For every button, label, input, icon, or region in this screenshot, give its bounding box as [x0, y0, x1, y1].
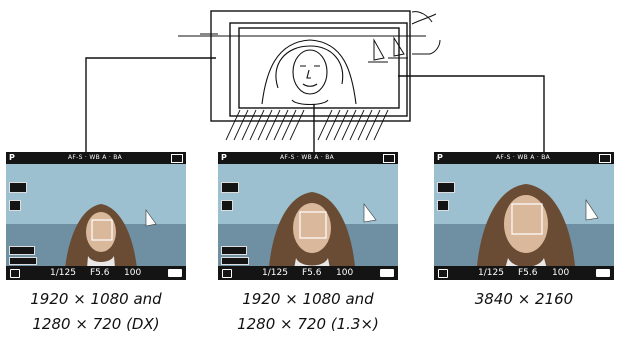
caption-4k: 3840 × 2160	[424, 287, 620, 312]
exposure-mode: P	[437, 153, 443, 162]
metering-icon	[10, 269, 20, 278]
bottom-info-bar: 1/125 F5.6 100	[434, 266, 614, 280]
level-indicator-icon	[221, 257, 249, 265]
portrait-scene-icon	[261, 39, 357, 106]
connector-lines	[85, 57, 545, 152]
quality-icon	[383, 154, 395, 163]
caption-line: 1920 × 1080 and	[30, 290, 162, 308]
battery-icon	[596, 269, 610, 277]
bottom-info-bar: 1/125 F5.6 100	[6, 266, 186, 280]
battery-icon	[168, 269, 182, 277]
shutter-speed: 1/125	[50, 268, 76, 278]
screen-scene	[434, 184, 614, 280]
status-icon	[221, 246, 247, 255]
iso-value: 100	[552, 268, 570, 278]
af-area-icon	[437, 182, 455, 193]
iso-value: 100	[336, 268, 354, 278]
exposure-mode: P	[9, 153, 15, 162]
shooting-info: AF-S · WB A · BA	[68, 154, 123, 161]
crop-frames	[210, 10, 411, 122]
caption-line: 1280 × 720 (1.3×)	[237, 315, 379, 333]
exposure-mode: P	[221, 153, 227, 162]
caption-line: 1920 × 1080 and	[242, 290, 374, 308]
shooting-info: AF-S · WB A · BA	[280, 154, 335, 161]
caption-dx: 1920 × 1080 and 1280 × 720 (DX)	[0, 287, 196, 337]
shutter-speed: 1/125	[478, 268, 504, 278]
quality-icon	[171, 154, 183, 163]
level-indicator-icon	[9, 257, 37, 265]
aperture: F5.6	[518, 268, 538, 278]
top-info-bar: P AF-S · WB A · BA	[434, 152, 614, 164]
caption-1-3x: 1920 × 1080 and 1280 × 720 (1.3×)	[208, 287, 408, 337]
live-view-screen-4k: P AF-S · WB A · BA 1/125 F5.6 100	[434, 152, 614, 280]
live-view-screen-dx: P AF-S · WB A · BA 1/125 F5.6 100	[6, 152, 186, 280]
status-icon	[9, 246, 35, 255]
bottom-info-bar: 1/125 F5.6 100	[218, 266, 398, 280]
af-area-icon	[9, 182, 27, 193]
metering-icon	[438, 269, 448, 278]
camera-mode-icon	[9, 200, 21, 211]
af-area-icon	[221, 182, 239, 193]
aperture: F5.6	[90, 268, 110, 278]
top-info-bar: P AF-S · WB A · BA	[6, 152, 186, 164]
aperture: F5.6	[302, 268, 322, 278]
background-sketch	[200, 11, 441, 55]
live-view-screen-1-3x: P AF-S · WB A · BA 1/125 F5.6 100	[218, 152, 398, 280]
caption-line: 1280 × 720 (DX)	[32, 315, 160, 333]
iso-value: 100	[124, 268, 142, 278]
metering-icon	[222, 269, 232, 278]
shooting-info: AF-S · WB A · BA	[496, 154, 551, 161]
camera-mode-icon	[437, 200, 449, 211]
caption-line: 3840 × 2160	[474, 290, 574, 308]
shutter-speed: 1/125	[262, 268, 288, 278]
face-frame-icon	[91, 219, 113, 241]
top-info-bar: P AF-S · WB A · BA	[218, 152, 398, 164]
face-frame-icon	[299, 211, 327, 239]
camera-mode-icon	[221, 200, 233, 211]
shirt-hatching	[225, 109, 389, 141]
quality-icon	[599, 154, 611, 163]
sailboat-icon	[368, 36, 408, 63]
battery-icon	[380, 269, 394, 277]
face-frame-icon	[511, 203, 543, 235]
